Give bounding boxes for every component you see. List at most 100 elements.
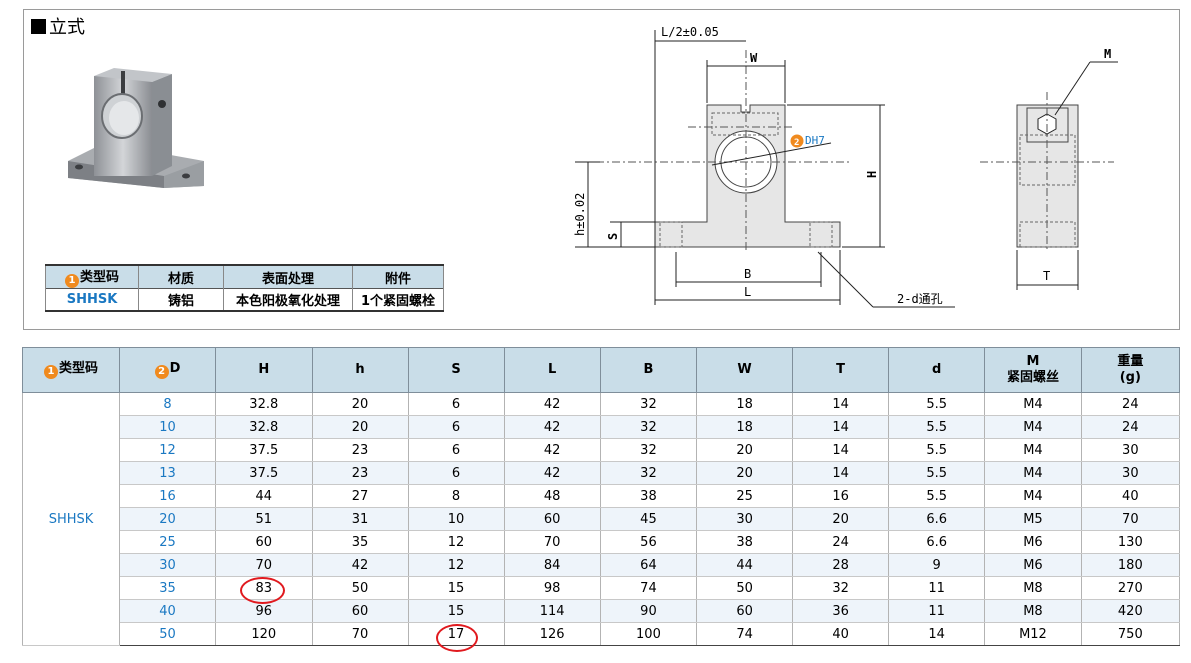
table-cell: 20 xyxy=(311,415,409,439)
dim-d: DH7 xyxy=(805,134,825,147)
diameter-cell: 20 xyxy=(119,507,217,531)
table-cell: 10 xyxy=(407,507,505,531)
spec-header-5: L xyxy=(503,347,601,393)
table-cell: 90 xyxy=(599,599,698,623)
table-cell: 23 xyxy=(311,461,409,485)
spec-header-9: d xyxy=(888,347,986,393)
table-cell: M5 xyxy=(984,507,1082,531)
table-cell: 64 xyxy=(599,553,698,577)
table-cell: 40 xyxy=(1080,484,1181,508)
table-cell: 31 xyxy=(311,507,409,531)
table-cell: 14 xyxy=(792,415,890,439)
diameter-cell: 12 xyxy=(119,438,217,462)
table-cell: 60 xyxy=(503,507,601,531)
table-cell: 5.5 xyxy=(888,484,986,508)
table-cell: 70 xyxy=(1080,507,1181,531)
dim-h: H xyxy=(865,171,879,178)
dim-b: B xyxy=(744,267,751,281)
table-cell: M8 xyxy=(984,599,1082,623)
badge-icon: 1 xyxy=(64,274,79,288)
table-cell: 270 xyxy=(1080,576,1181,600)
table-cell: 15 xyxy=(407,599,505,623)
info-header-material: 材质 xyxy=(138,265,224,289)
table-cell: 6 xyxy=(407,392,505,416)
spec-header-3: h xyxy=(311,347,409,393)
table-cell: 84 xyxy=(503,553,601,577)
info-header-surface: 表面处理 xyxy=(223,265,353,289)
table-cell: 8 xyxy=(407,484,505,508)
table-cell: 30 xyxy=(1080,461,1181,485)
dim-h-lower: h±0.02 xyxy=(573,193,587,236)
table-cell: 32 xyxy=(599,438,698,462)
spec-header-label: D xyxy=(169,361,181,376)
table-cell: 30 xyxy=(1080,438,1181,462)
table-cell: 20 xyxy=(792,507,890,531)
table-cell: 5.5 xyxy=(888,461,986,485)
spec-header-label: h xyxy=(355,362,365,377)
diameter-cell: 13 xyxy=(119,461,217,485)
table-cell: 18 xyxy=(696,415,794,439)
table-cell: 42 xyxy=(503,415,601,439)
info-header-type-label: 类型码 xyxy=(79,270,119,285)
table-cell: 70 xyxy=(503,530,601,554)
table-cell: 5.5 xyxy=(888,415,986,439)
table-cell: 48 xyxy=(503,484,601,508)
table-cell: 14 xyxy=(792,461,890,485)
table-cell: 44 xyxy=(696,553,794,577)
table-cell: M4 xyxy=(984,438,1082,462)
spec-header-label: 类型码 xyxy=(59,361,99,376)
table-cell: 28 xyxy=(792,553,890,577)
table-cell: 420 xyxy=(1080,599,1181,623)
table-cell: 16 xyxy=(792,484,890,508)
table-cell: 20 xyxy=(696,438,794,462)
spec-header-label: 重量 xyxy=(1117,354,1144,369)
table-cell: 44 xyxy=(215,484,313,508)
table-cell: 23 xyxy=(311,438,409,462)
table-cell: 20 xyxy=(311,392,409,416)
table-cell: 24 xyxy=(1080,415,1181,439)
table-cell: 38 xyxy=(696,530,794,554)
highlight-circle-s xyxy=(436,624,478,652)
table-cell: M6 xyxy=(984,553,1082,577)
table-cell: 6.6 xyxy=(888,530,986,554)
table-cell: 36 xyxy=(792,599,890,623)
table-cell: 35 xyxy=(311,530,409,554)
table-cell: 56 xyxy=(599,530,698,554)
table-cell: 74 xyxy=(599,576,698,600)
dim-w: W xyxy=(750,51,758,65)
diameter-cell: 8 xyxy=(119,392,217,416)
table-cell: 32 xyxy=(599,415,698,439)
table-cell: 60 xyxy=(696,599,794,623)
table-cell: 98 xyxy=(503,576,601,600)
dim-t: T xyxy=(1043,269,1050,283)
table-cell: 24 xyxy=(1080,392,1181,416)
table-cell: 32.8 xyxy=(215,415,313,439)
table-cell: 15 xyxy=(407,576,505,600)
spec-header-label: S xyxy=(451,362,461,377)
table-cell: 6 xyxy=(407,438,505,462)
d-badge-icon xyxy=(790,134,804,148)
dim-s: S xyxy=(606,233,620,240)
badge-icon: 1 xyxy=(44,365,58,379)
table-cell: 60 xyxy=(215,530,313,554)
spec-header-6: B xyxy=(599,347,698,393)
table-cell: 51 xyxy=(215,507,313,531)
table-cell: 5.5 xyxy=(888,438,986,462)
spec-header-2: H xyxy=(215,347,313,393)
table-cell: M8 xyxy=(984,576,1082,600)
table-cell: M12 xyxy=(984,622,1082,646)
table-cell: 114 xyxy=(503,599,601,623)
badge-icon: 2 xyxy=(154,365,169,379)
table-cell: 60 xyxy=(311,599,409,623)
